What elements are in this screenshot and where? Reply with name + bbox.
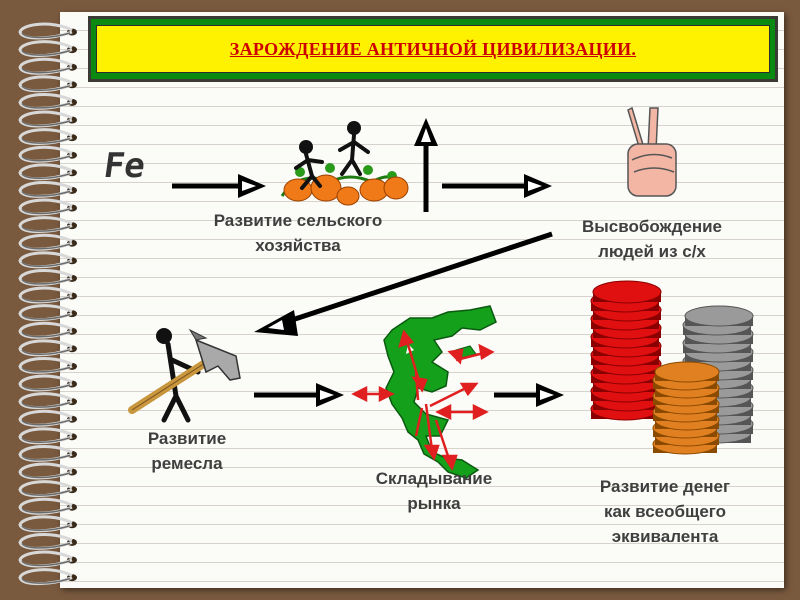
label-market: Складывание рынка: [375, 469, 493, 513]
title-banner: ЗАРОЖДЕНИЕ АНТИЧНОЙ ЦИВИЛИЗАЦИИ.: [88, 16, 778, 82]
victory-hand-icon: [627, 106, 677, 197]
coin-stacks-icon: [590, 280, 754, 455]
iron-symbol: Fe: [101, 146, 148, 186]
arrow-up: [414, 118, 438, 212]
label-crafts: Развитие ремесла: [147, 429, 227, 473]
hammer-man-icon: [128, 328, 241, 423]
title-inner-panel: ЗАРОЖДЕНИЕ АНТИЧНОЙ ЦИВИЛИЗАЦИИ.: [96, 25, 770, 73]
label-money: Развитие денег как всеобщего эквивалента: [599, 477, 731, 546]
arrow-market-to-money: [494, 383, 564, 407]
page-title: ЗАРОЖДЕНИЕ АНТИЧНОЙ ЦИВИЛИЗАЦИИ.: [229, 38, 637, 59]
arrow-agriculture-to-release: [442, 174, 552, 198]
greece-map-icon: [351, 305, 497, 479]
notebook-paper: [60, 12, 784, 588]
label-agriculture: Развитие сельского хозяйства: [213, 211, 383, 255]
label-release: Высвобождение людей из с/х: [582, 217, 722, 261]
spiral-binding-icon: [18, 22, 77, 586]
arrow-fe-to-agriculture: [172, 174, 266, 198]
arrow-release-to-crafts: [254, 231, 553, 336]
arrow-crafts-to-market: [254, 383, 344, 407]
pumpkin-farmers-icon: [280, 121, 409, 206]
